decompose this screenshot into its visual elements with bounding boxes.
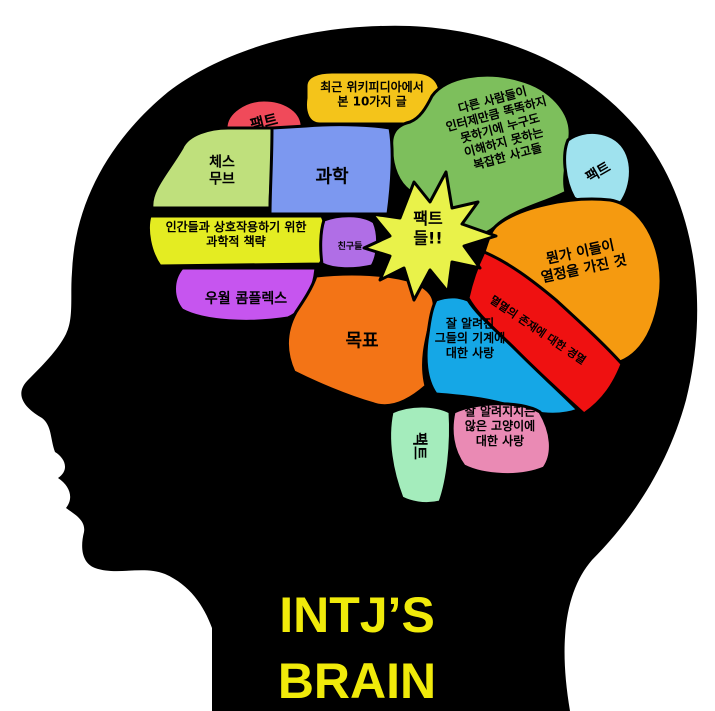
label-line: 팩트 [413,209,443,228]
label-line: 인간들과 상호작용하기 위한 [166,219,307,234]
region-fact-bottom [388,404,452,506]
label-line: 팩트 [411,432,429,460]
region-facts-burst [362,170,498,302]
region-friends [319,214,380,271]
label-line: 체스 [209,154,235,170]
label-line: 잘 알려진 [446,316,494,331]
label-fact-bottom: 팩트 [411,432,429,460]
label-line: 본 10가지 글 [337,94,406,109]
label-line: 친구들 [338,240,363,252]
region-known-machines [424,295,580,416]
label-goals: 목표 [345,330,378,351]
label-line: 최근 위키피디아에서 [320,79,424,94]
label-line: 잘 알려지지는 [465,404,535,419]
label-friends: 친구들 [338,240,363,252]
title-line-1: INTJ’S [279,587,435,643]
label-science: 과학 [315,165,349,187]
label-line: 과학 [315,165,349,187]
label-line: 우월 콤플렉스 [205,290,287,307]
label-superiority-complex: 우월 콤플렉스 [205,290,287,307]
label-line: 그들의 기계에 [435,330,505,345]
label-line: 과학적 책략 [206,234,265,249]
label-line: 목표 [345,330,378,351]
region-cats [450,402,552,476]
label-line: 대한 사랑 [446,345,494,360]
label-line: 대한 사랑 [476,433,524,448]
label-line: 않은 고양이에 [465,418,535,433]
title-line-2: BRAIN [278,653,436,709]
region-science [268,123,394,216]
label-line: 들!! [413,228,442,247]
label-line: 무브 [209,171,235,187]
